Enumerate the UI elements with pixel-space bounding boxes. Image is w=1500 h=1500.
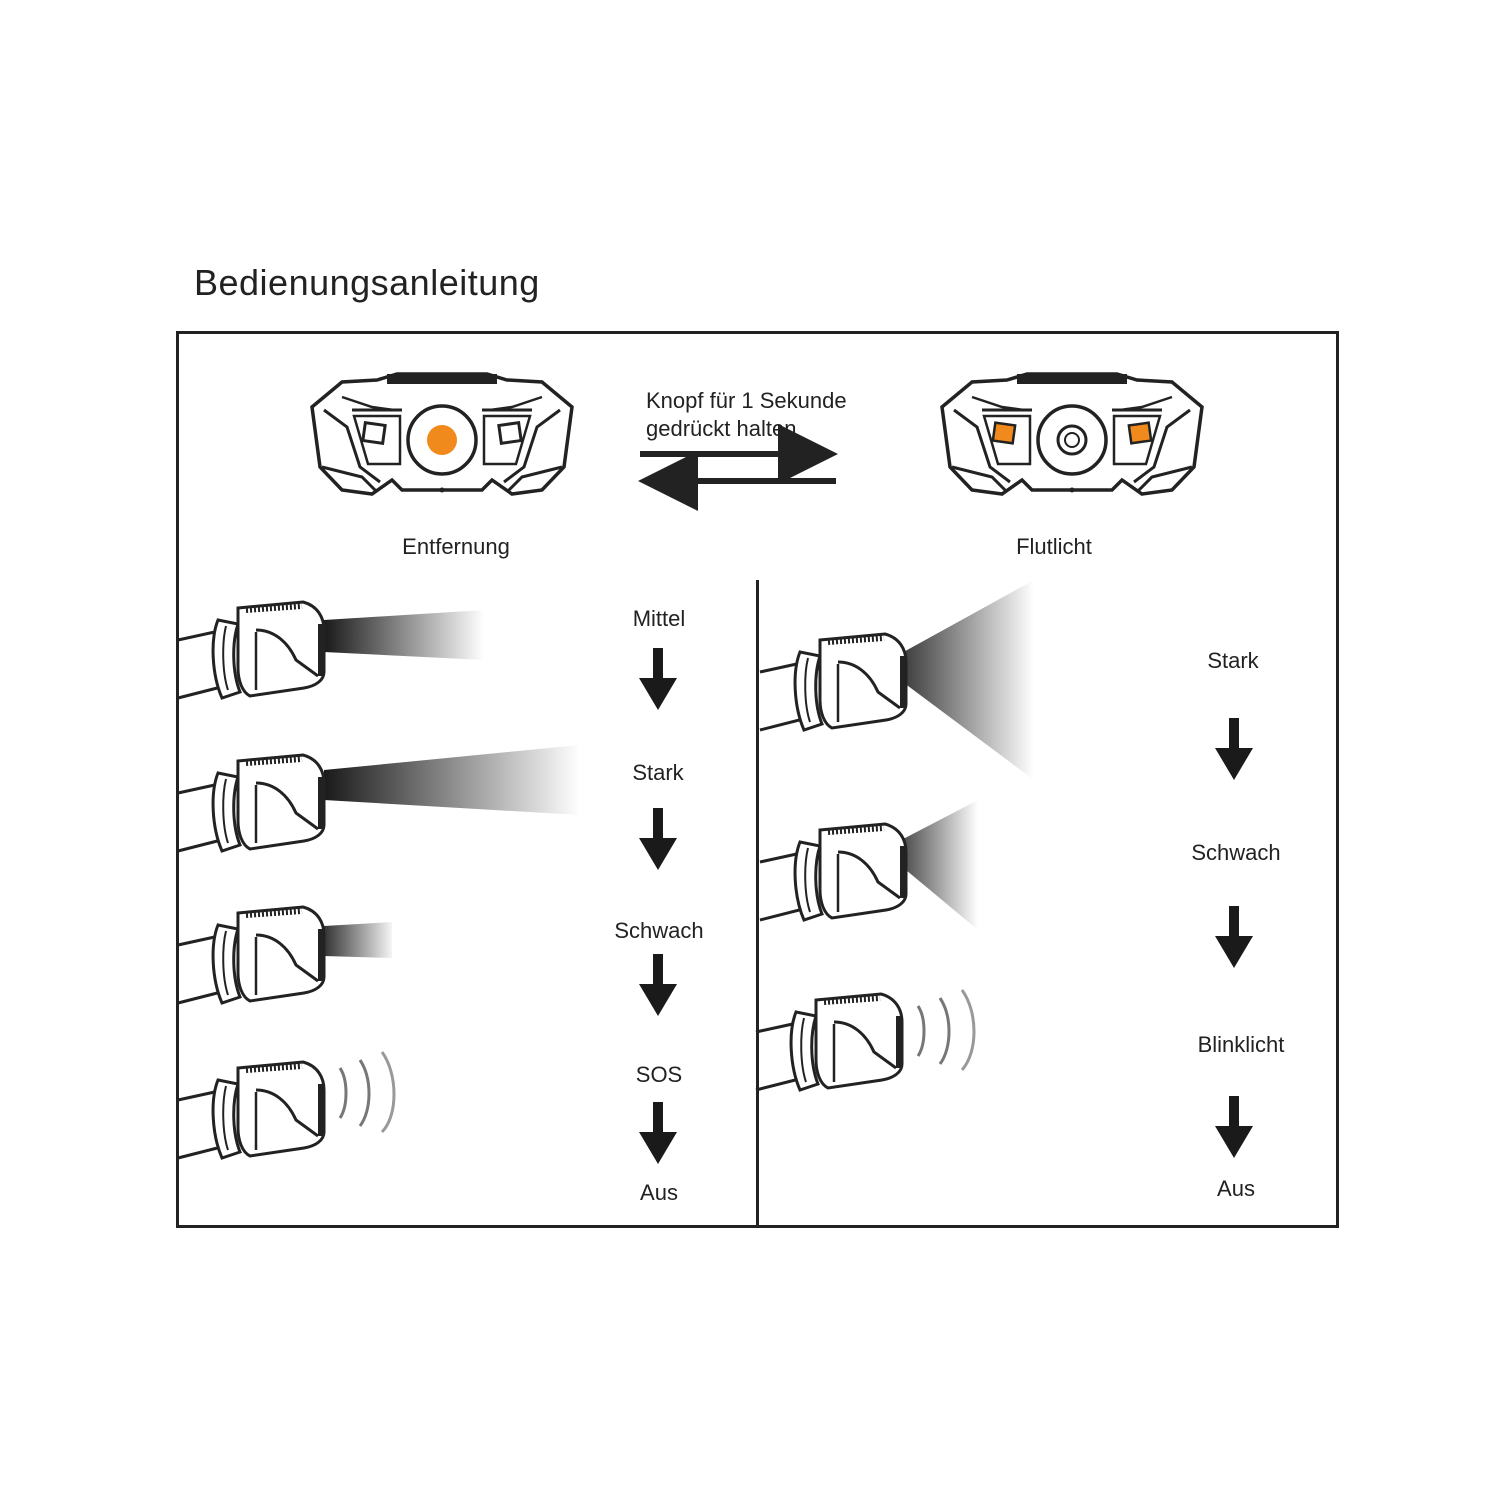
headlamp-side-strong-icon — [178, 745, 580, 851]
sequence-step-label: Blinklicht — [1197, 1032, 1285, 1057]
headlamp-side-weak-icon — [178, 907, 392, 1003]
sequence-step-label: Aus — [640, 1180, 678, 1205]
sequence-step-label: Aus — [1217, 1176, 1255, 1201]
headlamp-front-flood-icon — [940, 372, 1204, 496]
toggle-instruction-line2: gedrückt halten — [646, 416, 797, 441]
mode-label-distance: Entfernung — [402, 534, 510, 559]
headlamp-side-blink-icon — [756, 989, 976, 1090]
mode-label-flood: Flutlicht — [1016, 534, 1092, 559]
headlamp-side-flood-strong-icon — [760, 580, 1034, 780]
mode-toggle-arrows-icon — [638, 424, 838, 511]
headlamp-front-distance-icon — [310, 372, 574, 496]
down-arrow-icon — [639, 954, 677, 1016]
page-title: Bedienungsanleitung — [194, 262, 540, 303]
sequence-step-label: Schwach — [614, 918, 704, 943]
down-arrow-icon — [1215, 1096, 1253, 1158]
sequence-step-label: Mittel — [632, 606, 686, 631]
sequence-step-label: SOS — [635, 1062, 683, 1087]
toggle-instruction-line1: Knopf für 1 Sekunde — [646, 388, 847, 413]
sequence-step-label: Stark — [632, 760, 684, 785]
down-arrow-icon — [639, 808, 677, 870]
down-arrow-icon — [1215, 718, 1253, 780]
column-divider — [756, 580, 759, 1228]
sequence-step-label: Schwach — [1191, 840, 1281, 865]
headlamp-side-flood-weak-icon — [760, 800, 978, 930]
headlamp-side-sos-icon — [178, 1051, 396, 1158]
down-arrow-icon — [639, 1102, 677, 1164]
headlamp-side-medium-icon — [178, 602, 484, 698]
down-arrow-icon — [1215, 906, 1253, 968]
down-arrow-icon — [639, 648, 677, 710]
sequence-step-label: Stark — [1207, 648, 1259, 673]
